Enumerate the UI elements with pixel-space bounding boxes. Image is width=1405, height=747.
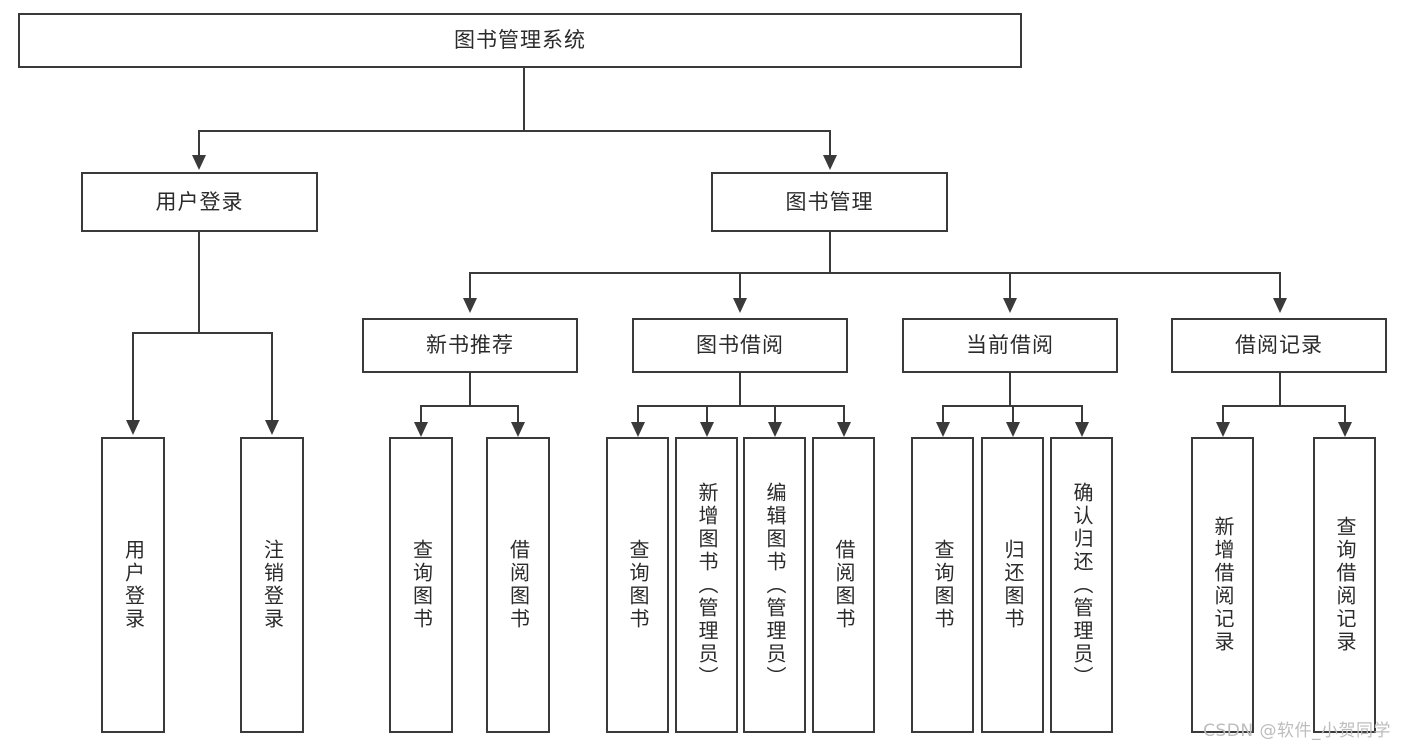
leaf-logout[interactable]: 注销登录 <box>240 437 304 733</box>
leaf-recommend-query-book-label: 查询图书 <box>409 539 434 631</box>
arrow-book-manage-to-current-borrow <box>1003 298 1017 313</box>
leaf-add-borrow-record[interactable]: 新增借阅记录 <box>1191 437 1254 733</box>
arrow-user-login-to-leaf2 <box>265 420 279 435</box>
leaf-user-login[interactable]: 用户登录 <box>101 437 165 733</box>
watermark: CSDN @软件_小贺同学 <box>1203 721 1391 741</box>
connector-book-borrow-to-leaf2 <box>706 405 708 423</box>
arrow-user-login-to-leaf1 <box>126 420 140 435</box>
leaf-recommend-query-book[interactable]: 查询图书 <box>389 437 453 733</box>
connector-borrow-record-to-leaf1 <box>1222 405 1224 423</box>
leaf-logout-label: 注销登录 <box>260 539 285 631</box>
connector-current-borrow-to-leaf3 <box>1081 405 1083 423</box>
connector-root-bus <box>198 130 831 132</box>
connector-book-borrow-bus <box>637 405 844 407</box>
node-root-label: 图书管理系统 <box>454 28 586 53</box>
leaf-add-book-admin[interactable]: 新增图书（管理员） <box>675 437 738 733</box>
connector-borrow-record-stem <box>1279 373 1281 406</box>
leaf-return-book-label: 归还图书 <box>1001 539 1025 631</box>
leaf-user-login-label: 用户登录 <box>121 539 146 631</box>
arrow-book-borrow-to-leaf1 <box>631 422 645 437</box>
leaf-recommend-borrow-book-label: 借阅图书 <box>506 539 531 631</box>
connector-root-stem <box>523 68 525 131</box>
connector-current-borrow-stem <box>1009 373 1011 406</box>
connector-current-borrow-to-leaf1 <box>942 405 944 423</box>
connector-book-manage-stem <box>829 232 831 273</box>
arrow-current-borrow-to-leaf1 <box>936 422 950 437</box>
leaf-confirm-return-admin-label: 确认归还（管理员） <box>1070 481 1094 689</box>
node-borrow-record-label: 借阅记录 <box>1235 333 1323 358</box>
leaf-query-borrow-record-label: 查询借阅记录 <box>1333 516 1357 654</box>
node-root[interactable]: 图书管理系统 <box>18 13 1022 68</box>
connector-new-book-stem <box>469 373 471 406</box>
connector-book-borrow-to-leaf3 <box>774 405 776 423</box>
leaf-query-borrow-record[interactable]: 查询借阅记录 <box>1313 437 1376 733</box>
leaf-current-query-book-label: 查询图书 <box>931 539 955 631</box>
node-book-manage[interactable]: 图书管理 <box>711 172 948 232</box>
leaf-borrow-book-label: 借阅图书 <box>832 539 856 631</box>
arrow-new-book-to-leaf1 <box>414 422 428 437</box>
arrow-borrow-record-to-leaf1 <box>1216 422 1230 437</box>
arrow-book-borrow-to-leaf2 <box>700 422 714 437</box>
connector-user-login-stem <box>198 232 200 333</box>
arrow-new-book-to-leaf2 <box>511 422 525 437</box>
arrow-root-to-book-manage <box>823 155 837 170</box>
leaf-edit-book-admin-label: 编辑图书（管理员） <box>763 481 787 689</box>
leaf-recommend-borrow-book[interactable]: 借阅图书 <box>486 437 550 733</box>
connector-book-borrow-to-leaf1 <box>637 405 639 423</box>
leaf-borrow-book[interactable]: 借阅图书 <box>812 437 875 733</box>
connector-book-borrow-to-leaf4 <box>843 405 845 423</box>
connector-new-book-to-leaf2 <box>517 405 519 423</box>
connector-book-manage-to-borrow-record <box>1279 272 1281 299</box>
arrow-current-borrow-to-leaf2 <box>1006 422 1020 437</box>
connector-root-to-user-login <box>198 130 200 156</box>
connector-current-borrow-to-leaf2 <box>1012 405 1014 423</box>
leaf-edit-book-admin[interactable]: 编辑图书（管理员） <box>743 437 806 733</box>
connector-user-login-to-leaf2 <box>271 332 273 421</box>
node-new-book-recommend-label: 新书推荐 <box>426 333 514 358</box>
node-book-borrow[interactable]: 图书借阅 <box>632 318 848 373</box>
leaf-add-book-admin-label: 新增图书（管理员） <box>695 481 719 689</box>
node-book-manage-label: 图书管理 <box>785 189 874 214</box>
leaf-borrow-query-book[interactable]: 查询图书 <box>606 437 669 733</box>
node-book-borrow-label: 图书借阅 <box>696 333 784 358</box>
arrow-book-manage-to-borrow-record <box>1273 298 1287 313</box>
leaf-borrow-query-book-label: 查询图书 <box>626 539 650 631</box>
node-borrow-record[interactable]: 借阅记录 <box>1171 318 1387 373</box>
arrow-current-borrow-to-leaf3 <box>1075 422 1089 437</box>
node-user-login[interactable]: 用户登录 <box>81 172 318 232</box>
arrow-book-borrow-to-leaf3 <box>768 422 782 437</box>
connector-new-book-to-leaf1 <box>420 405 422 423</box>
node-user-login-label: 用户登录 <box>155 189 244 214</box>
connector-book-manage-to-book-borrow <box>739 272 741 299</box>
arrow-borrow-record-to-leaf2 <box>1338 422 1352 437</box>
connector-user-login-bus <box>132 332 271 334</box>
connector-book-manage-to-current-borrow <box>1009 272 1011 299</box>
connector-borrow-record-to-leaf2 <box>1344 405 1346 423</box>
node-new-book-recommend[interactable]: 新书推荐 <box>362 318 578 373</box>
arrow-book-borrow-to-leaf4 <box>837 422 851 437</box>
connector-user-login-to-leaf1 <box>132 332 134 421</box>
node-current-borrow[interactable]: 当前借阅 <box>902 318 1118 373</box>
leaf-add-borrow-record-label: 新增借阅记录 <box>1211 516 1235 654</box>
arrow-book-manage-to-new-book <box>463 298 477 313</box>
connector-root-to-book-manage <box>829 130 831 156</box>
connector-book-manage-bus <box>469 272 1280 274</box>
connector-borrow-record-bus <box>1222 405 1344 407</box>
arrow-book-manage-to-book-borrow <box>733 298 747 313</box>
leaf-return-book[interactable]: 归还图书 <box>981 437 1044 733</box>
connector-new-book-bus <box>420 405 517 407</box>
arrow-root-to-user-login <box>192 155 206 170</box>
leaf-current-query-book[interactable]: 查询图书 <box>911 437 974 733</box>
leaf-confirm-return-admin[interactable]: 确认归还（管理员） <box>1050 437 1113 733</box>
connector-book-manage-to-new-book <box>469 272 471 299</box>
node-current-borrow-label: 当前借阅 <box>966 333 1054 358</box>
connector-current-borrow-bus <box>942 405 1081 407</box>
connector-book-borrow-stem <box>739 373 741 406</box>
